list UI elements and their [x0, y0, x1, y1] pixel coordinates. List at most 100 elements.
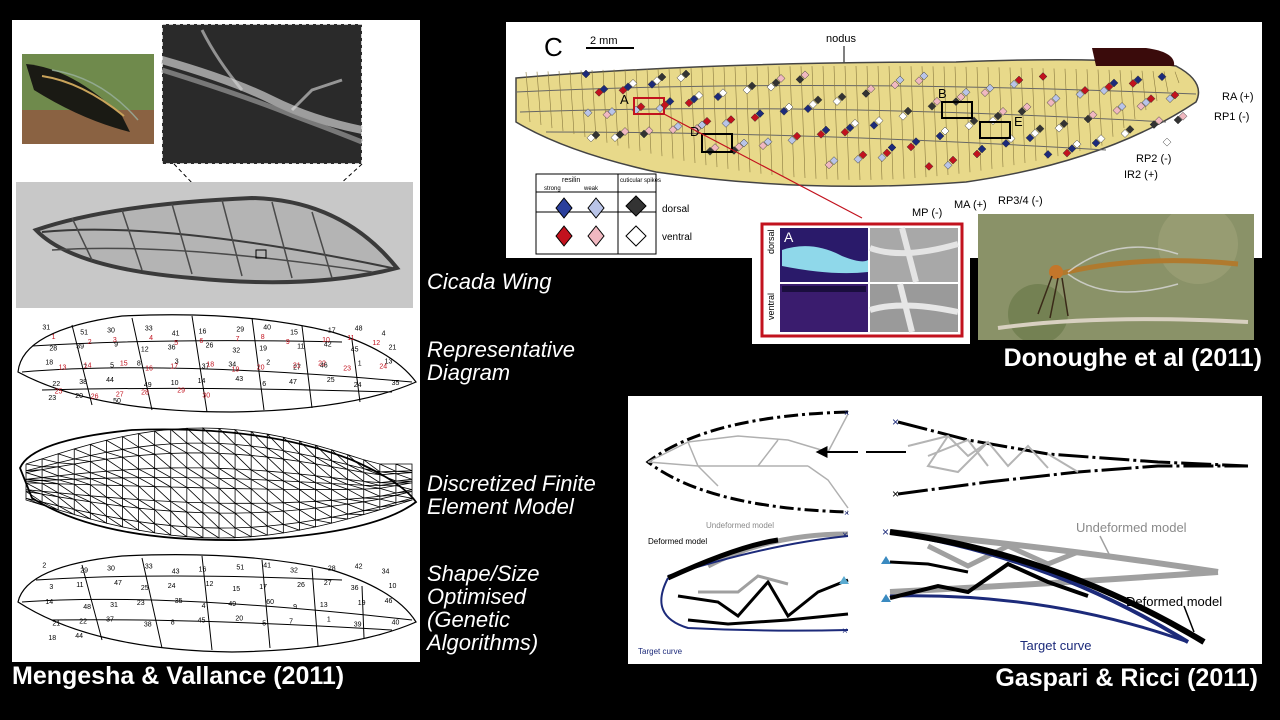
resilin-marker — [652, 76, 662, 86]
vein-number: 16 — [199, 567, 207, 574]
vein-number: 34 — [228, 362, 236, 369]
vein-number: 40 — [392, 619, 400, 626]
caption-representative: Representative Diagram — [427, 338, 575, 384]
box-d — [701, 133, 733, 153]
resilin-marker — [636, 102, 646, 112]
vein-number: 14 — [84, 363, 92, 370]
inset-letter: A — [784, 229, 794, 245]
resilin-marker — [755, 109, 765, 118]
resilin-marker — [1009, 79, 1019, 89]
inset-figure: A dorsal ventral — [760, 222, 964, 338]
vein-number: 10 — [389, 583, 397, 590]
vein-number: 7 — [289, 618, 293, 625]
vein-number: 28 — [141, 389, 149, 396]
resilin-marker — [874, 116, 884, 125]
optimised-diagram — [17, 554, 417, 653]
vein-number: 49 — [144, 382, 152, 389]
vein-number: 42 — [355, 564, 363, 571]
box-e — [979, 121, 1011, 139]
resilin-marker — [1091, 138, 1101, 148]
resilin-marker — [1154, 116, 1164, 126]
vein-number: 5 — [174, 340, 178, 347]
resilin-marker — [943, 160, 953, 170]
vein-number: 39 — [76, 344, 84, 351]
vein-number: 16 — [199, 328, 207, 335]
vein-number: 15 — [232, 586, 240, 593]
sem-micrograph — [160, 23, 363, 165]
resilin-marker — [742, 85, 752, 95]
resilin-marker — [961, 87, 971, 97]
resilin-marker — [882, 148, 892, 158]
resilin-marker — [906, 142, 916, 152]
vein-number: 38 — [144, 621, 152, 628]
vein-number: 25 — [141, 585, 149, 592]
resilin-marker — [1035, 124, 1045, 134]
resilin-marker — [877, 153, 887, 162]
vein-number: 26 — [91, 393, 99, 400]
vein-number: 47 — [114, 580, 122, 587]
resilin-marker — [684, 98, 694, 108]
resilin-marker — [1141, 98, 1151, 107]
caption-fe-model: Discretized Finite Element Model — [427, 472, 596, 518]
resilin-marker — [1120, 129, 1130, 138]
vein-number: 20 — [235, 615, 243, 622]
resilin-marker — [734, 142, 744, 152]
vein-number: 39 — [354, 621, 362, 628]
vein-number: 30 — [107, 566, 115, 573]
box-label-d: D — [690, 124, 699, 139]
resilin-marker — [1096, 134, 1106, 144]
resilin-marker — [919, 71, 929, 81]
svg-text:×: × — [882, 525, 889, 539]
resilin-marker — [1046, 98, 1056, 107]
vein-number: 43 — [235, 376, 243, 383]
vein-number: 24 — [354, 382, 362, 389]
resilin-marker — [935, 131, 945, 141]
caption-line: Shape/Size — [427, 561, 540, 586]
resilin-marker — [837, 92, 847, 102]
label-undeformed-right: Undeformed model — [1076, 520, 1187, 535]
vein-number: 17 — [170, 364, 178, 371]
vein-number: 8 — [137, 361, 141, 368]
vein-number: 51 — [80, 329, 88, 336]
resilin-marker — [1054, 123, 1064, 133]
vein-number: 48 — [83, 604, 91, 611]
legend-strong: strong — [544, 186, 561, 192]
resilin-marker — [623, 82, 633, 92]
vein-number: 6 — [199, 338, 203, 345]
resilin-marker — [668, 125, 678, 135]
inset-label-ventral: ventral — [766, 293, 776, 320]
resilin-marker — [583, 108, 593, 118]
resilin-marker — [924, 162, 934, 171]
vein-number: 29 — [80, 568, 88, 575]
resilin-marker — [911, 137, 921, 147]
vein-number: 51 — [236, 565, 244, 572]
resilin-marker — [914, 76, 924, 86]
resilin-marker — [803, 104, 813, 114]
vein-number: 9 — [114, 342, 118, 349]
resilin-marker — [1001, 138, 1011, 148]
vein-number: 23 — [48, 395, 56, 402]
gaspari-figure: × × × × Undeformed model Deformed model … — [638, 408, 1249, 656]
vein-number: 19 — [358, 600, 366, 607]
caption-shape-size: Shape/Size Optimised (Genetic Algorithms… — [427, 562, 540, 654]
dragonfly-wing-panel: C 2 mm nodus A B D E RA (+) RP1 (-) RP2 … — [506, 22, 1262, 258]
vein-number: 1 — [52, 334, 56, 341]
resilin-marker — [1022, 102, 1032, 112]
vein-number: 18 — [48, 635, 56, 642]
vein-number: 24 — [379, 364, 387, 371]
caption-line: Diagram — [427, 360, 511, 385]
vein-number: 11 — [76, 582, 83, 589]
vein-number: 13 — [320, 602, 328, 609]
resilin-marker — [1146, 94, 1156, 104]
resilin-marker — [1162, 137, 1172, 147]
clamp-marker: × — [892, 415, 899, 429]
vein-number: 35 — [175, 598, 183, 605]
vein-number: 21 — [52, 620, 60, 627]
pterostigma — [1092, 48, 1175, 66]
vein-number: 46 — [320, 363, 328, 370]
wing-outline — [645, 410, 849, 514]
vein-number: 3 — [113, 337, 117, 344]
vein-number: 6 — [262, 381, 266, 388]
gaspari-panel: × × × × Undeformed model Deformed model … — [628, 396, 1262, 664]
